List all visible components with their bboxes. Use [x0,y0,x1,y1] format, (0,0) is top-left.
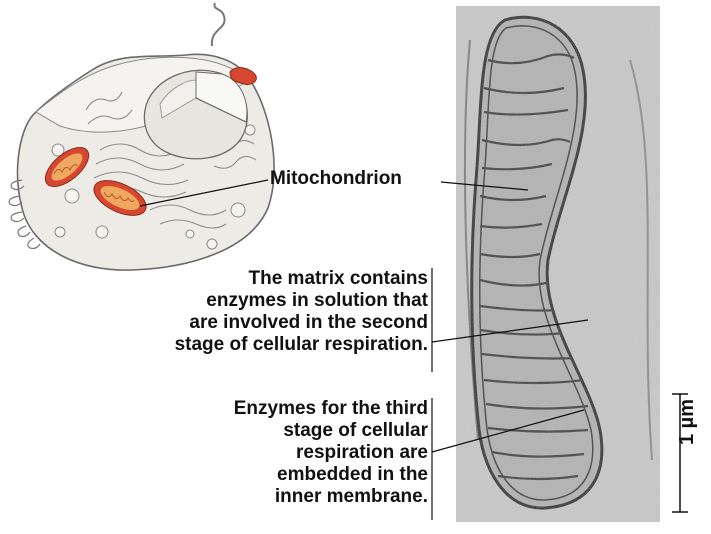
matrix-label-line: enzymes in solution that [175,290,428,312]
mitochondrion-label: Mitochondrion [270,168,402,190]
matrix-label-line: are involved in the second [175,312,428,334]
matrix-label-line: The matrix contains [175,268,428,290]
scale-bar-label: 1 µm [676,392,700,452]
inner-membrane-label-line: inner membrane. [234,486,428,508]
cell-illustration [9,3,274,270]
electron-micrograph [456,6,660,522]
inner-membrane-label: Enzymes for the third stage of cellular … [234,398,428,508]
flagellum [212,3,225,46]
inner-membrane-label-line: respiration are [234,442,428,464]
inner-membrane-label-line: Enzymes for the third [234,398,428,420]
mitochondrion-label-text: Mitochondrion [270,168,402,190]
matrix-label-line: stage of cellular respiration. [175,334,428,356]
inner-membrane-label-line: embedded in the [234,464,428,486]
matrix-label: The matrix contains enzymes in solution … [175,268,428,356]
inner-membrane-label-line: stage of cellular [234,420,428,442]
